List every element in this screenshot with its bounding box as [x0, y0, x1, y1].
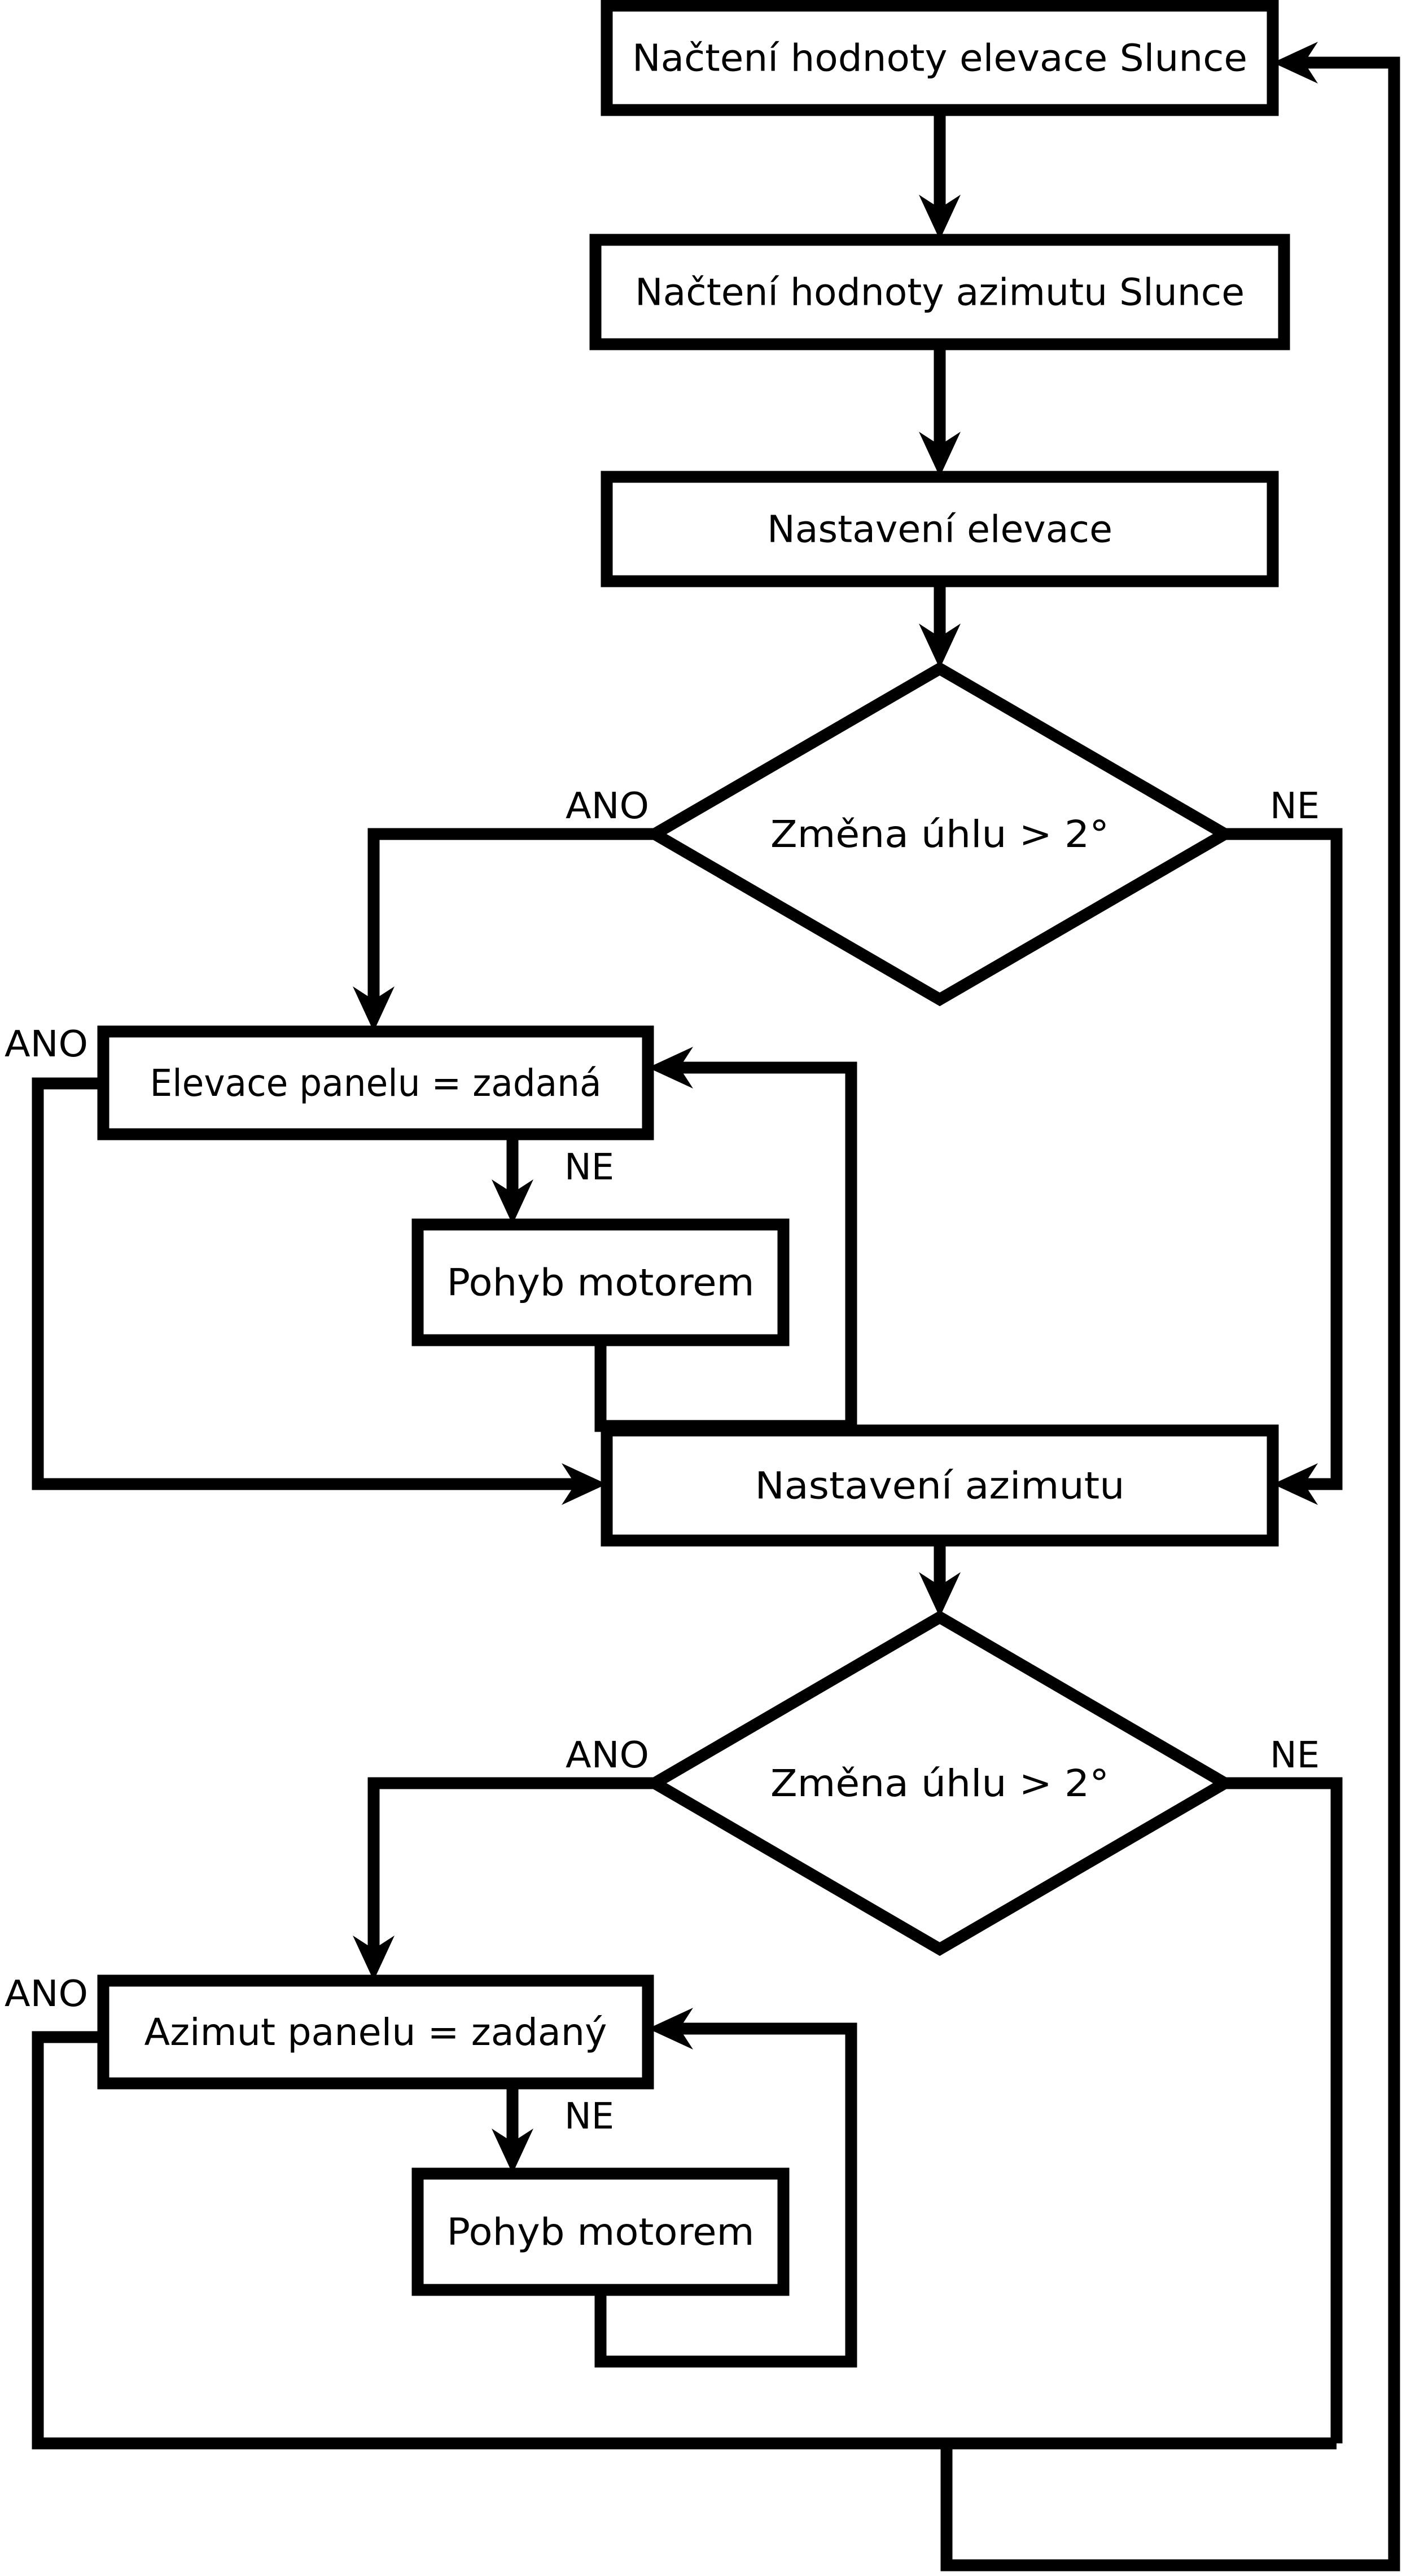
node-load-azimuth	[589, 234, 1290, 350]
edge-check2-ne-branch	[1225, 1777, 1343, 2443]
branch-label-check2-ano: ANO	[566, 1735, 649, 1776]
arrowhead-load-azim-to-set-elev	[919, 432, 961, 477]
arrowhead-load-elev-to-load-azim	[919, 195, 961, 240]
node-label-load-elevation: Načtení hodnoty elevace Slunce	[632, 37, 1247, 80]
branch-label-elev-equal-ano: ANO	[5, 1024, 88, 1065]
arrowhead-set-azim-to-check2	[919, 1572, 961, 1617]
branch-label-check1-ne: NE	[1270, 785, 1320, 827]
node-elevation-motor	[411, 1218, 790, 1346]
node-set-azimuth	[601, 1424, 1279, 1547]
arrowhead-check2-ano-branch	[353, 1936, 395, 1981]
node-label-set-elevation: Nastavení elevace	[767, 508, 1112, 551]
arrowhead-azim-equal-ne-branch	[492, 2129, 533, 2174]
edge-azim-equal-ano-branch	[32, 2031, 1337, 2450]
node-elevation-equal	[97, 1025, 654, 1140]
node-azimuth-angle-check	[643, 1610, 1237, 1956]
arrowhead-check1-ne-branch	[1273, 1463, 1318, 1505]
edge-check2-ano-branch	[367, 1777, 655, 1955]
node-label-elevation-motor: Pohyb motorem	[447, 1261, 755, 1305]
arrowhead-return-to-start	[1273, 42, 1318, 84]
node-label-set-azimuth: Nastavení azimutu	[755, 1464, 1125, 1508]
edge-return-to-start	[940, 56, 1400, 2571]
edge-check1-ano-branch	[367, 828, 655, 1006]
node-azimuth-motor	[411, 2167, 790, 2296]
node-label-azimuth-equal: Azimut panelu = zadaný	[144, 2011, 607, 2054]
node-label-elevation-equal: Elevace panelu = zadaná	[150, 1061, 602, 1105]
branch-label-azim-equal-ano: ANO	[5, 1973, 88, 2015]
edge-elev-equal-ano-branch	[32, 1077, 581, 1490]
branch-label-elev-equal-ne: NE	[564, 1147, 614, 1188]
arrowhead-elev-equal-ne-branch	[492, 1179, 533, 1225]
node-elevation-angle-check	[643, 661, 1237, 1007]
arrowhead-elev-motor-loop	[648, 1047, 693, 1089]
node-load-elevation	[601, 0, 1279, 116]
edge-azim-motor-loop	[594, 2022, 857, 2368]
node-set-elevation	[601, 471, 1279, 587]
branch-label-check1-ano: ANO	[566, 785, 649, 827]
node-label-azimuth-angle-check: Změna úhlu > 2°	[770, 1762, 1109, 1805]
edge-check1-ne-branch	[1225, 828, 1343, 1490]
arrowhead-azim-motor-loop	[648, 2008, 693, 2050]
branch-label-azim-equal-ne: NE	[564, 2096, 614, 2138]
node-azimuth-equal	[97, 1974, 654, 2090]
arrowhead-set-elev-to-check1	[919, 624, 961, 669]
node-label-load-azimuth: Načtení hodnoty azimutu Slunce	[635, 271, 1245, 314]
arrowhead-elev-equal-ano-branch	[562, 1463, 607, 1505]
branch-label-check2-ne: NE	[1270, 1735, 1320, 1776]
node-label-elevation-angle-check: Změna úhlu > 2°	[770, 813, 1109, 856]
node-label-azimuth-motor: Pohyb motorem	[447, 2210, 755, 2254]
arrowhead-check1-ano-branch	[353, 986, 395, 1032]
